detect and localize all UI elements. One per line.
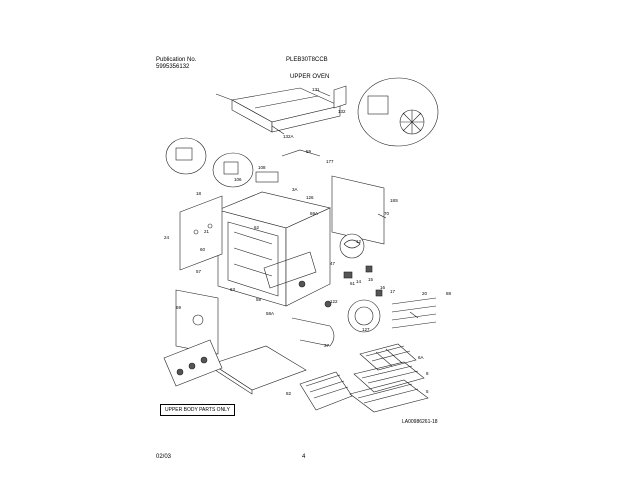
upper-body-parts-label: UPPER BODY PARTS ONLY	[160, 404, 235, 416]
callout-20: 20	[422, 291, 428, 296]
callout-17: 17	[390, 289, 396, 294]
callout-126: 126	[306, 195, 314, 200]
footer-date: 02/03	[156, 454, 172, 460]
publication-number: 5995356132	[156, 64, 190, 70]
callout-60: 60	[200, 247, 206, 252]
drawing-code: LA00986261-18	[402, 419, 438, 425]
model-number: PLEB30T8CCB	[286, 57, 328, 63]
callout-58: 58	[256, 297, 262, 302]
dual-element-detail	[163, 339, 223, 387]
callout-18s: 18S	[390, 198, 399, 203]
back-panel	[331, 175, 385, 245]
rear-lower-plate	[175, 289, 219, 355]
bake-element	[291, 317, 335, 347]
oven-rack-upper	[359, 343, 417, 371]
callout-14: 14	[356, 279, 362, 284]
fan-motor-detail	[357, 77, 439, 147]
oven-rack-lower	[349, 379, 429, 413]
broil-element	[391, 297, 437, 329]
callout-12: 12	[356, 239, 362, 244]
bottom-tray	[211, 345, 307, 391]
callout-24: 24	[164, 235, 170, 240]
callout-127: 127	[362, 327, 370, 332]
broiler-pan	[299, 371, 353, 411]
callout-15: 15	[368, 277, 374, 282]
oven-rack-middle	[353, 361, 425, 393]
section-title: UPPER OVEN	[290, 74, 330, 80]
callout-131: 131	[312, 87, 320, 92]
callout-132a: 132A	[283, 134, 294, 139]
callout-88: 88	[446, 291, 452, 296]
oven-cavity	[217, 191, 331, 307]
callout-16: 16	[380, 285, 386, 290]
callout-47: 47	[330, 261, 336, 266]
callout-82: 82	[286, 391, 292, 396]
callout-106: 106	[234, 177, 242, 182]
left-side-panel	[179, 195, 223, 271]
callout-57: 57	[196, 269, 202, 274]
callout-108: 108	[258, 165, 266, 170]
callout-69a: 69A	[310, 211, 319, 216]
callout-5: 5	[426, 389, 429, 394]
top-cover-panel	[231, 87, 341, 133]
callout-21: 21	[204, 229, 210, 234]
fan-cover	[347, 299, 381, 333]
callout-63: 63	[230, 287, 236, 292]
publication-label: Publication No.	[156, 57, 197, 63]
callout-37: 37	[324, 343, 330, 348]
callout-3a: 3A	[292, 187, 298, 192]
page-number: 4	[302, 454, 306, 460]
callout-59: 59	[306, 149, 312, 154]
side-bracket	[333, 85, 347, 109]
callout-62: 62	[254, 225, 260, 230]
callout-122: 122	[330, 299, 338, 304]
callout-18: 18	[196, 191, 202, 196]
thermostat	[255, 171, 279, 183]
callout-6a: 6A	[418, 355, 424, 360]
callout-70: 70	[384, 211, 390, 216]
callout-8: 8	[426, 371, 429, 376]
callout-61: 61	[350, 281, 356, 286]
callout-58a: 58A	[266, 311, 275, 316]
callout-177: 177	[326, 159, 334, 164]
callout-69: 69	[176, 305, 182, 310]
callout-132: 132	[338, 109, 346, 114]
convection-element-detail	[339, 233, 365, 259]
